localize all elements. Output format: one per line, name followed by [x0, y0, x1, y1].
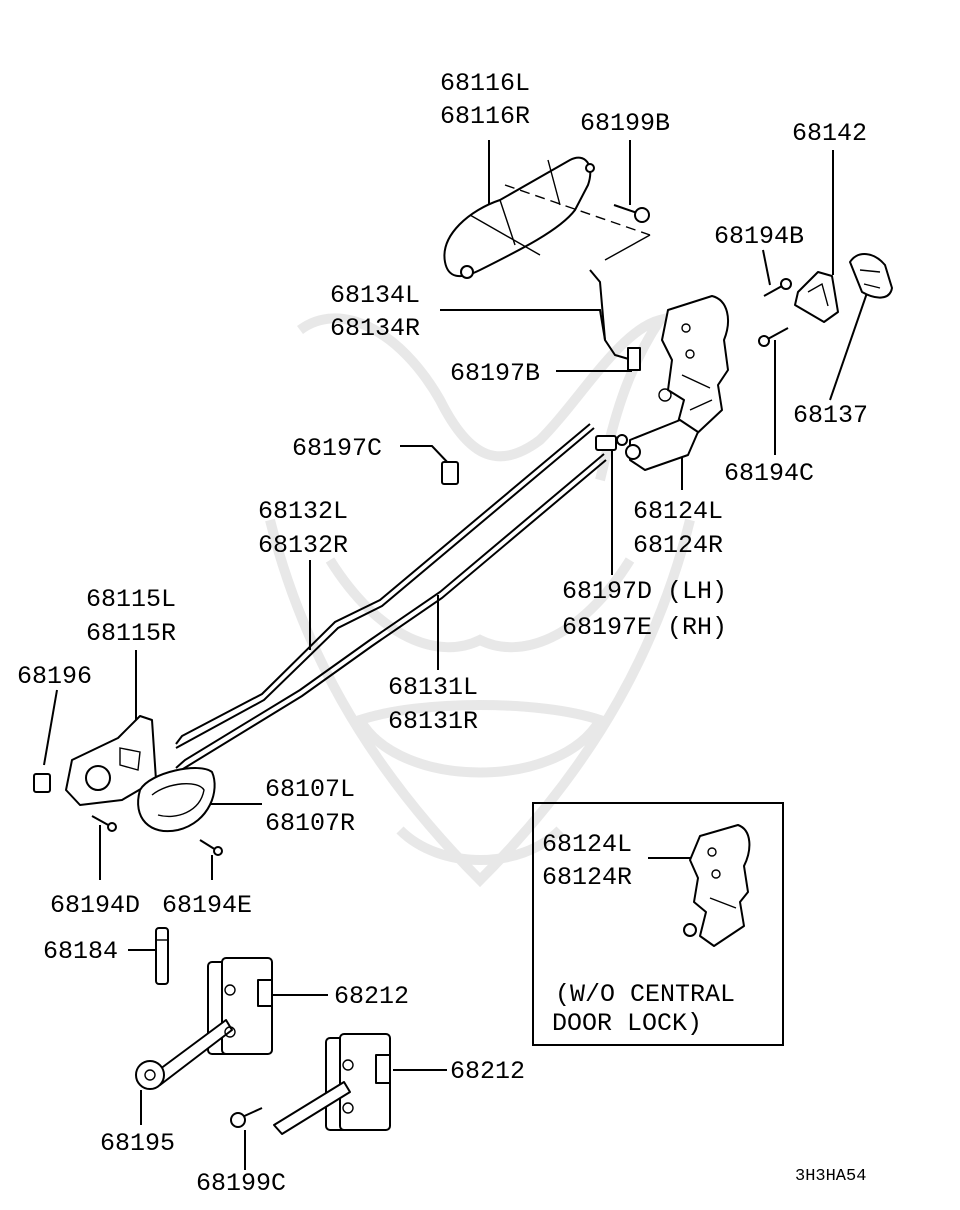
door-check-lower: [273, 1033, 391, 1135]
inset-label-68124r: 68124R: [542, 863, 632, 892]
label-68132l: 68132L: [258, 497, 348, 526]
label-68199b: 68199B: [580, 109, 670, 138]
screw-68194e: [199, 839, 223, 856]
bushing-68195: [135, 1060, 165, 1090]
label-68131l: 68131L: [388, 673, 478, 702]
striker-68142: [794, 271, 839, 323]
label-68134l: 68134L: [330, 281, 420, 310]
label-68142: 68142: [792, 119, 867, 148]
door-lock-actuator: [625, 295, 729, 471]
rod-68132: [175, 423, 595, 749]
label-68107r: 68107R: [265, 809, 355, 838]
inset-lock-actuator: [683, 824, 751, 947]
label-68116l: 68116L: [440, 69, 530, 98]
screw-68194c: [758, 327, 789, 347]
screw-68194d: [91, 815, 117, 832]
clip-68197b: [627, 347, 641, 371]
label-68197b: 68197B: [450, 359, 540, 388]
label-68131r: 68131R: [388, 707, 478, 736]
label-68115l: 68115L: [86, 585, 176, 614]
label-68116r: 68116R: [440, 102, 530, 131]
label-68197c: 68197C: [292, 434, 382, 463]
label-68194c: 68194C: [724, 459, 814, 488]
label-68212-lower: 68212: [450, 1057, 525, 1086]
label-68195: 68195: [100, 1129, 175, 1158]
clip-68197d: [595, 434, 628, 451]
label-68115r: 68115R: [86, 619, 176, 648]
label-68194d: 68194D: [50, 891, 140, 920]
shim-68137: [849, 253, 893, 299]
label-68197d-lh: 68197D (LH): [562, 577, 727, 606]
door-check-upper: [151, 957, 273, 1086]
watermark: [265, 311, 695, 888]
inset-note-line1: (W/O CENTRAL: [555, 980, 735, 1009]
inset-box: [532, 802, 784, 1046]
nut-68196: [33, 773, 51, 793]
inset-label-68124l: 68124L: [542, 830, 632, 859]
bolt-68199c: [230, 1107, 263, 1128]
inside-handle: [137, 767, 216, 833]
inside-handle-bracket: [65, 715, 157, 806]
pin-68184: [155, 927, 169, 985]
diagram-code: 3H3HA54: [795, 1167, 866, 1186]
label-68194b: 68194B: [714, 222, 804, 251]
outside-door-handle: [443, 156, 651, 279]
label-68137: 68137: [793, 401, 868, 430]
label-68196: 68196: [17, 662, 92, 691]
label-68197e-rh: 68197E (RH): [562, 613, 727, 642]
label-68199c: 68199C: [196, 1169, 286, 1198]
label-68134r: 68134R: [330, 314, 420, 343]
leader-lines: [43, 140, 869, 1170]
label-68124r: 68124R: [633, 531, 723, 560]
rod-68131: [175, 453, 607, 773]
label-68212-upper: 68212: [334, 982, 409, 1011]
clip-68197c: [441, 461, 459, 485]
label-68132r: 68132R: [258, 531, 348, 560]
label-68194e: 68194E: [162, 891, 252, 920]
label-68184: 68184: [43, 937, 118, 966]
label-68124l: 68124L: [633, 497, 723, 526]
label-68107l: 68107L: [265, 775, 355, 804]
bolt-68199b: [613, 204, 650, 223]
rod-68134: [589, 269, 633, 361]
inset-note-line2: DOOR LOCK): [552, 1009, 702, 1038]
screw-68194b: [763, 278, 792, 297]
